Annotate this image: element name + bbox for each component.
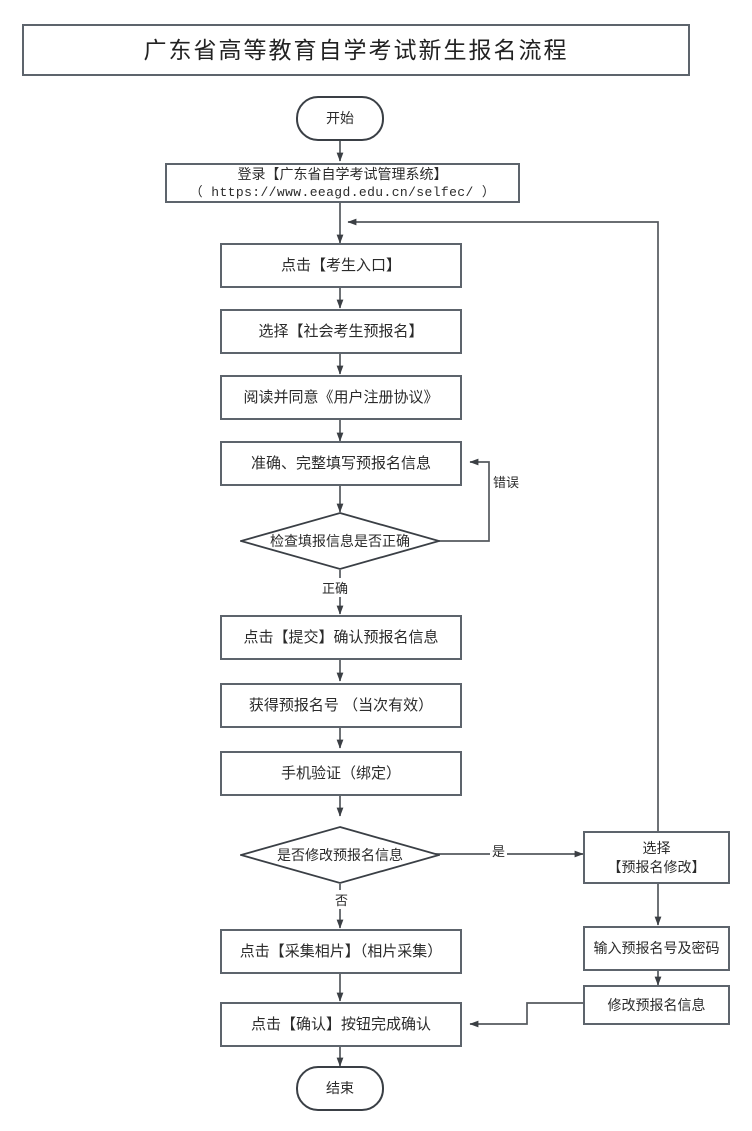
node-confirm-button: 点击【确认】按钮完成确认 [220,1002,462,1047]
node-start: 开始 [296,96,384,141]
node-login-url: （ https://www.eeagd.edu.cn/selfec/ ） [189,184,496,200]
node-select-prereg-modify: 选择 【预报名修改】 [583,831,730,884]
node-do-modify-info: 修改预报名信息 [583,985,730,1025]
node-input-credentials: 输入预报名号及密码 [583,926,730,971]
node-get-prereg-number: 获得预报名号 （当次有效） [220,683,462,728]
edge-label-correct: 正确 [320,578,351,597]
node-phone-verify: 手机验证（绑定） [220,751,462,796]
edge-label-yes: 是 [490,841,508,860]
node-select-social-prereg: 选择【社会考生预报名】 [220,309,462,354]
node-modify-decision: 是否修改预报名信息 [240,826,440,884]
node-select-prereg-modify-line1: 选择 [642,840,671,857]
node-submit-confirm-info: 点击【提交】确认预报名信息 [220,615,462,660]
node-select-prereg-modify-line2: 【预报名修改】 [607,858,706,875]
node-check-info-label: 检查填报信息是否正确 [270,533,410,549]
node-login-label: 登录【广东省自学考试管理系统】 [237,166,448,183]
node-read-agreement: 阅读并同意《用户注册协议》 [220,375,462,420]
diamond-shape [240,512,440,570]
edge-label-error: 错误 [491,472,522,491]
node-modify-decision-label: 是否修改预报名信息 [277,847,403,863]
node-check-info-decision: 检查填报信息是否正确 [240,512,440,570]
diamond-shape [240,826,440,884]
node-fill-info: 准确、完整填写预报名信息 [220,441,462,486]
node-end: 结束 [296,1066,384,1111]
edge-label-no: 否 [333,890,351,909]
node-photo-collection: 点击【采集相片】（相片采集） [220,929,462,974]
node-candidate-entry: 点击【考生入口】 [220,243,462,288]
page-title: 广东省高等教育自学考试新生报名流程 [22,24,690,76]
node-login: 登录【广东省自学考试管理系统】 （ https://www.eeagd.edu.… [165,163,520,203]
